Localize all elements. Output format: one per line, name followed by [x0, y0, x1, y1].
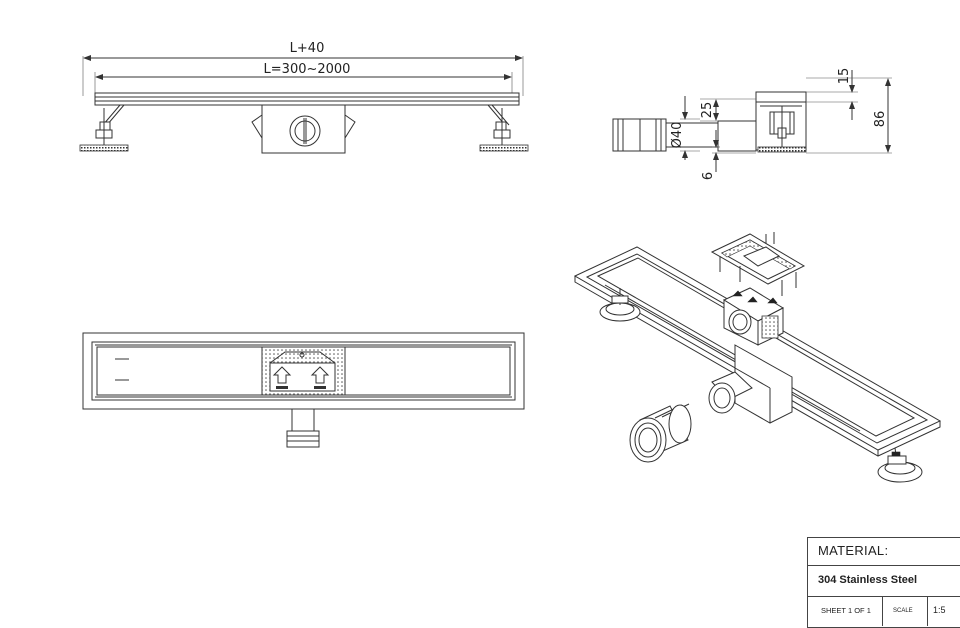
scale-label-cell: SCALE — [883, 597, 928, 626]
adjustable-foot-right — [479, 104, 529, 152]
iso-foot-right — [877, 447, 923, 483]
iso-floating-grate — [710, 232, 806, 296]
material-value-row: 304 Stainless Steel — [808, 566, 960, 597]
adjustable-foot-left — [79, 104, 129, 152]
side-view: 15 86 25 Ø40 6 — [612, 68, 892, 180]
iso-grate-insert — [722, 287, 785, 346]
channel-body — [94, 92, 520, 106]
front-view: L+40 L=300~2000 — [79, 41, 529, 154]
dimension-length-range-label: L=300~2000 — [264, 62, 351, 77]
iso-detached-pipe — [629, 403, 692, 463]
dimension-bottom-offset-label: 6 — [701, 172, 716, 180]
scale-value: 1:5 — [933, 605, 946, 615]
iso-outlet-body — [708, 344, 793, 424]
sheet-cell: SHEET 1 OF 1 — [808, 597, 883, 626]
dimension-bottom-offset: 6 — [701, 130, 756, 180]
outlet-port — [289, 115, 321, 147]
dimension-overall-length: L+40 — [82, 41, 524, 96]
dimension-overall-length-label: L+40 — [290, 41, 325, 56]
iso-foot-left — [599, 288, 641, 322]
dimension-outlet-diameter: Ø40 — [670, 96, 700, 160]
isometric-view — [573, 232, 942, 483]
scale-value-cell: 1:5 — [928, 597, 960, 626]
outlet-pipe-top-view — [286, 408, 320, 448]
iso-channel — [573, 246, 942, 457]
material-value: 304 Stainless Steel — [818, 574, 918, 586]
center-grate — [261, 346, 346, 396]
dimension-outlet-diameter-label: Ø40 — [670, 122, 685, 149]
dimension-outlet-offset-label: 25 — [700, 102, 715, 119]
sheet-scale-row: SHEET 1 OF 1 SCALE 1:5 — [808, 597, 960, 626]
dimension-grate-depth-label: 15 — [837, 68, 852, 85]
sheet-label: SHEET 1 OF 1 — [821, 606, 871, 615]
dimension-outlet-offset: 25 — [700, 98, 756, 122]
dimension-total-height: 86 — [806, 77, 892, 154]
dimension-total-height-label: 86 — [873, 111, 888, 128]
dimension-length-range: L=300~2000 — [94, 62, 513, 93]
material-row: MATERIAL: — [808, 538, 960, 566]
dimension-grate-depth: 15 — [806, 68, 858, 120]
title-block: MATERIAL: 304 Stainless Steel SHEET 1 OF… — [807, 537, 960, 628]
material-label: MATERIAL: — [818, 543, 889, 558]
outlet-pipe-side — [612, 118, 757, 152]
scale-label: SCALE — [893, 608, 913, 614]
channel-profile — [755, 91, 807, 153]
top-view — [82, 332, 525, 448]
